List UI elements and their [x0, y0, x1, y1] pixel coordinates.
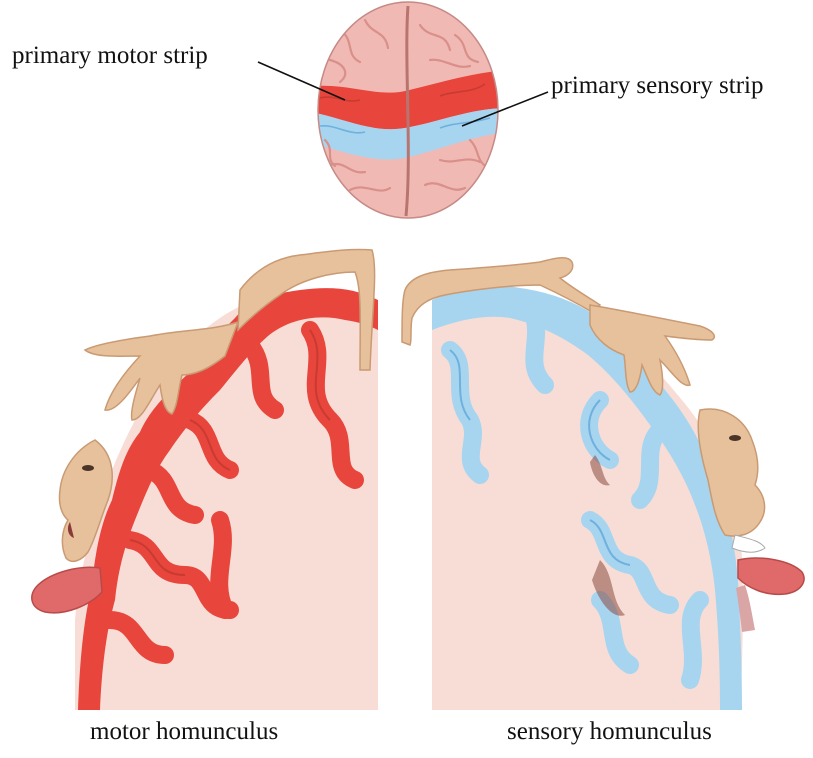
motor-cortex-section — [32, 249, 378, 710]
sensory-cortex-section — [402, 258, 804, 710]
label-sensory-homunculus: sensory homunculus — [507, 718, 712, 746]
label-primary-motor-strip: primary motor strip — [12, 42, 208, 70]
sensory-homunculus-tongue — [738, 558, 804, 594]
label-motor-homunculus: motor homunculus — [90, 718, 278, 746]
brain-top-view — [300, 2, 510, 218]
label-primary-sensory-strip: primary sensory strip — [551, 72, 763, 100]
